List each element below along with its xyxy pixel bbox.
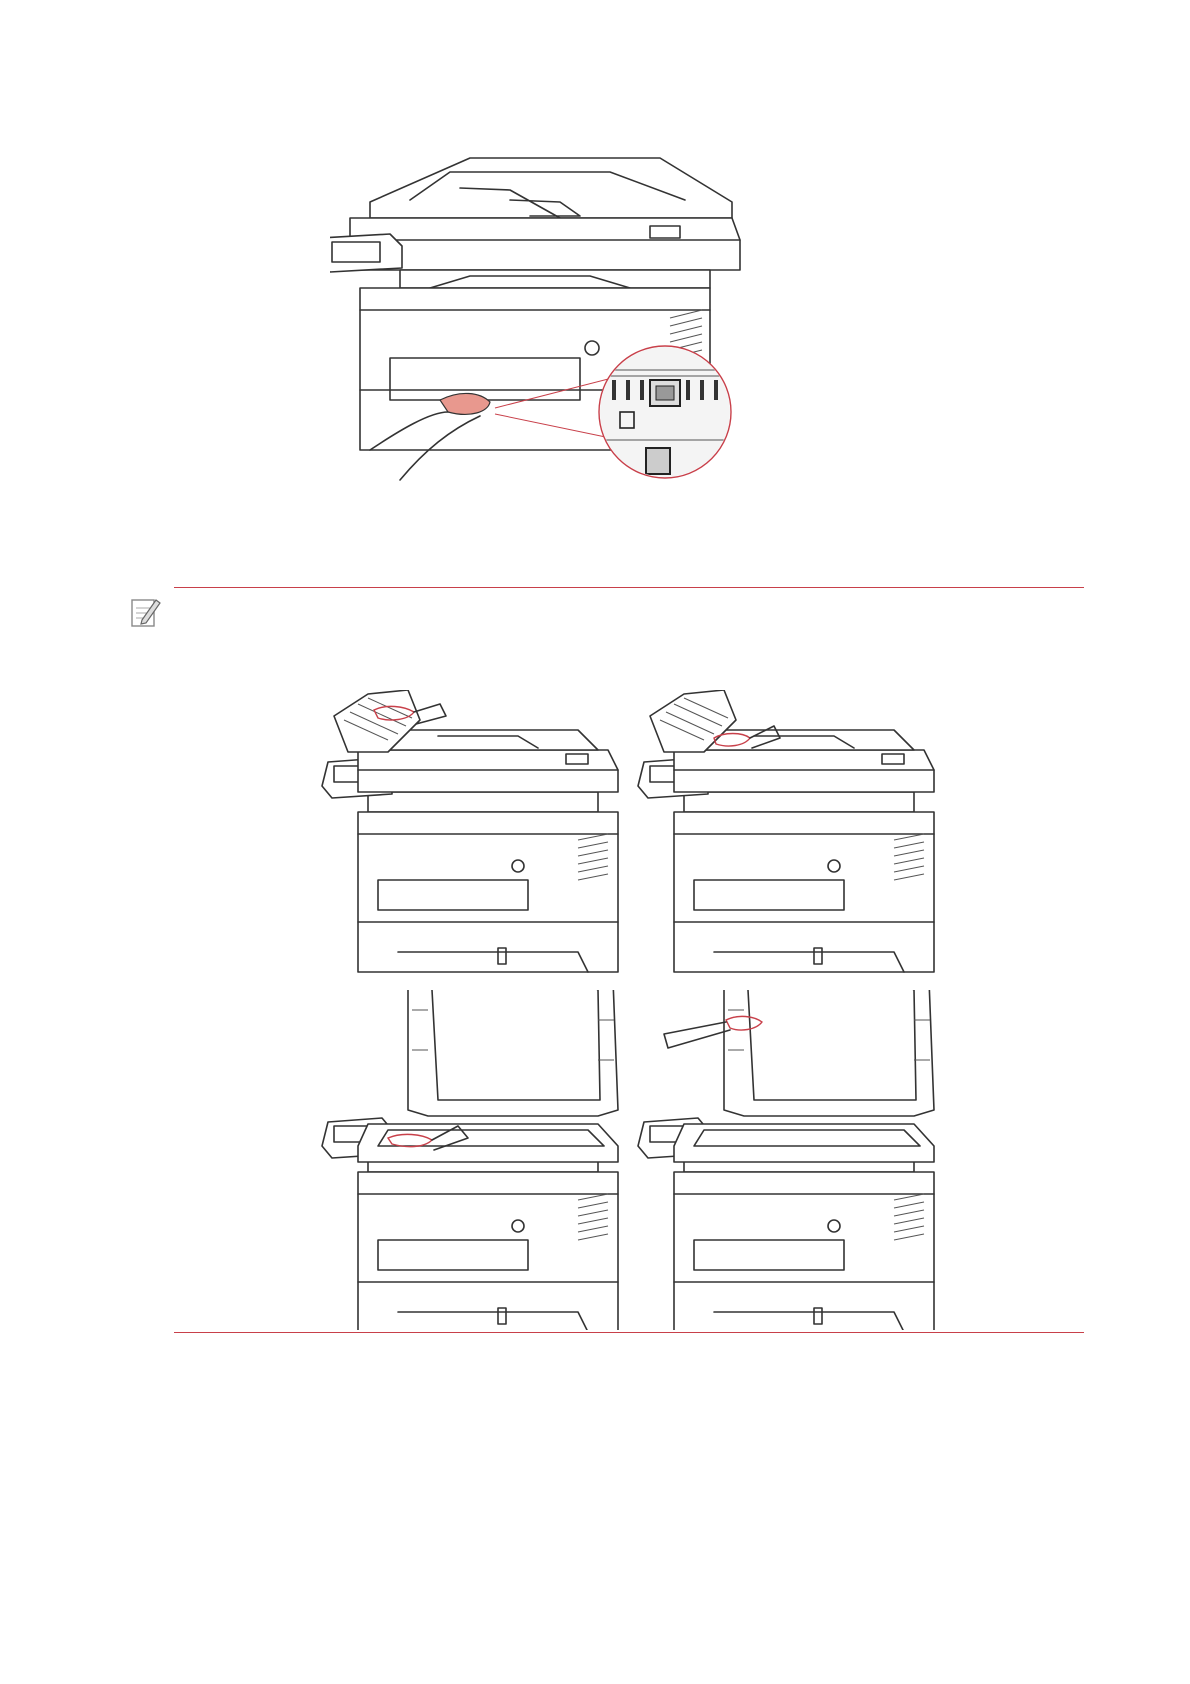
figure-clean-scanner-lid xyxy=(634,990,944,1330)
figure-clean-feed-roller xyxy=(330,150,800,540)
figure-clean-adf-roller xyxy=(318,690,628,990)
figure-clean-scanner-glass xyxy=(318,990,628,1330)
figure-clean-adf-pad xyxy=(634,690,944,990)
note-pencil-icon xyxy=(128,594,164,630)
note-top-rule xyxy=(174,587,1084,588)
note-bottom-rule xyxy=(174,1332,1084,1333)
